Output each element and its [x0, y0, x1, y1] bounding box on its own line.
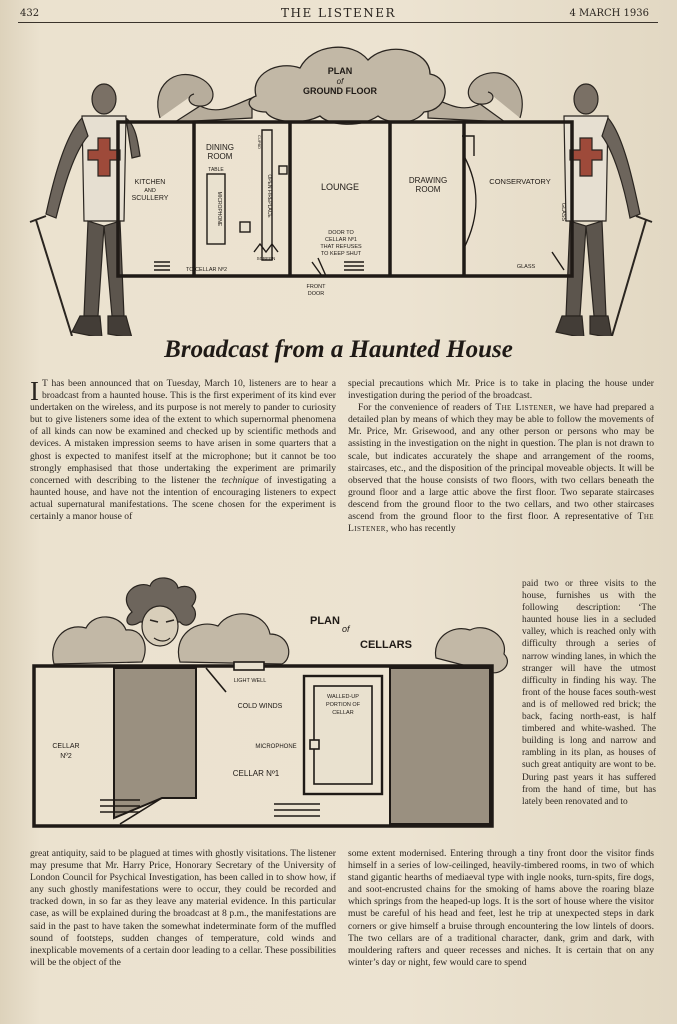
kitchen-label-3: SCULLERY	[132, 195, 169, 202]
cellar-plan-title-1: PLAN	[310, 615, 340, 627]
issue-date: 4 MARCH 1936	[569, 8, 649, 19]
cellar-details	[100, 661, 384, 825]
article-paragraph-2: special precautions which Mr. Price is t…	[348, 378, 654, 402]
cellar-1-label: CELLAR Nº1	[233, 769, 280, 778]
walled-up-label-1: WALLED-UP	[327, 694, 359, 700]
cellar-stippled-areas	[113, 667, 491, 825]
dining-label-1: DINING	[206, 143, 234, 152]
ground-floor-details	[154, 129, 565, 277]
glass-bottom-label: GLASS	[517, 264, 536, 270]
article-column-2-continued: paid two or three visits to the house, f…	[522, 578, 656, 846]
cellar-door-label-3: THAT REFUSES	[320, 244, 362, 250]
walled-up-label-2: PORTION OF	[326, 702, 361, 708]
kitchen-label-2: AND	[144, 188, 156, 194]
article-paragraph-5: some extent modernised. Entering through…	[348, 848, 654, 968]
table-label: TABLE	[208, 167, 224, 173]
screen-label: SCREEN	[257, 256, 276, 261]
article-paragraph-3: For the convenience of readers of The Li…	[348, 402, 655, 535]
ghost-face	[125, 577, 197, 647]
cold-winds-label: COLD WINDS	[238, 703, 283, 710]
header-rule	[18, 22, 658, 23]
ground-floor-plan-illustration: PLAN of GROUND FLOOR	[29, 46, 653, 336]
cellar-door-label-2: CELLAR Nº1	[325, 236, 357, 243]
cellars-plan-illustration: PLAN of CELLARS LIGHT WELL COLD WINDS WA…	[32, 577, 509, 828]
drawing-room-label-1: DRAWING	[409, 176, 447, 185]
ground-plan-title-2: GROUND FLOOR	[303, 86, 377, 96]
lounge-label: LOUNGE	[321, 182, 359, 192]
article-paragraph-4: great antiquity, said to be plagued at t…	[30, 848, 336, 968]
cellar-plan-title-2: CELLARS	[360, 639, 412, 651]
article-column-1-bottom: great antiquity, said to be plagued at t…	[30, 848, 336, 1008]
front-door-label-2: DOOR	[308, 291, 325, 297]
description-paragraph: paid two or three visits to the house, f…	[522, 579, 656, 807]
dining-microphone-label: MICROPHONE	[216, 192, 222, 227]
cellar-plan-title-of: of	[342, 624, 351, 634]
walled-up-label-3: CELLAR	[332, 710, 353, 716]
front-door-label-1: FRONT	[307, 284, 327, 290]
dining-label-2: ROOM	[208, 152, 233, 161]
open-fireplace-label: OPEN FIREPLACE	[266, 174, 272, 218]
glass-side-label: GLASS	[560, 203, 566, 222]
cellar-door-label-1: DOOR TO	[328, 230, 354, 236]
cupboard-label: CUPBD	[257, 135, 262, 149]
page-number: 432	[20, 8, 40, 19]
kitchen-label-1: KITCHEN	[135, 179, 166, 186]
article-column-2-bottom: some extent modernised. Entering through…	[348, 848, 654, 1008]
cellar-2-label-2: Nº2	[60, 753, 72, 760]
ground-floor-walls	[116, 120, 574, 278]
scroll-ornament-left	[157, 73, 253, 123]
conservatory-label: CONSERVATORY	[489, 177, 550, 186]
drawing-room-label-2: ROOM	[416, 185, 441, 194]
to-cellar-2-label: TO CELLAR Nº2	[186, 266, 227, 273]
cellar-clouds	[52, 613, 509, 674]
article-headline: Broadcast from a Haunted House	[164, 336, 513, 363]
ground-plan-title-of: of	[337, 77, 344, 86]
cellar-door-label-4: TO KEEP SHUT	[321, 251, 362, 257]
scroll-ornament-right	[427, 72, 523, 123]
light-well-label: LIGHT WELL	[234, 678, 267, 684]
page-header: 432 THE LISTENER 4 MARCH 1936	[0, 6, 677, 22]
ground-plan-title-1: PLAN	[328, 66, 353, 76]
cellar-microphone-label: MICROPHONE	[255, 744, 296, 750]
masthead: THE LISTENER	[280, 6, 397, 20]
cellar-2-label-1: CELLAR	[52, 743, 79, 750]
article-column-2: special precautions which Mr. Price is t…	[348, 378, 654, 578]
drop-cap: I	[30, 376, 39, 406]
